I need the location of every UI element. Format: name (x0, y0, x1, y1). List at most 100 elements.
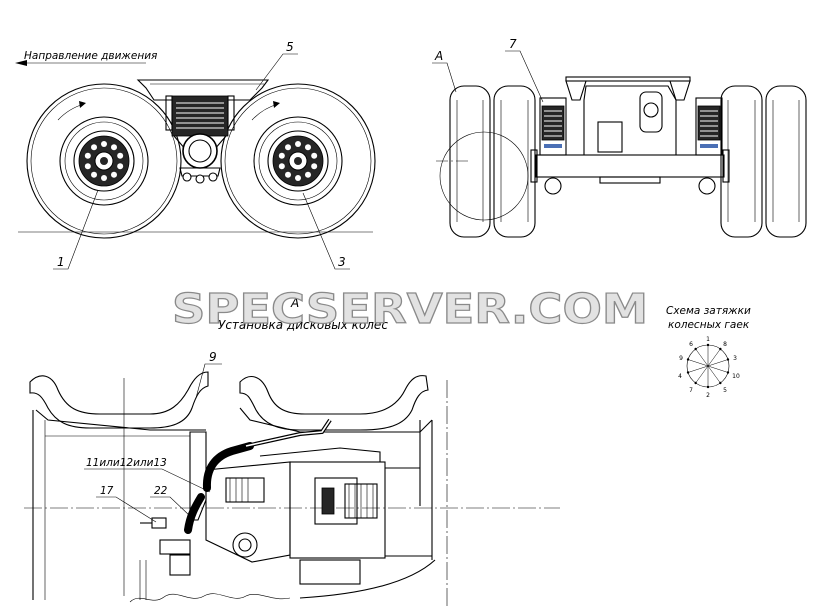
direction-arrow-head (15, 60, 27, 66)
tire-inner-left (493, 85, 536, 238)
shaft-flange (314, 477, 358, 525)
tire-tread-line (30, 87, 178, 235)
drive-flange (639, 91, 663, 133)
hub-cap-top (259, 447, 381, 462)
wheel-nut (295, 141, 301, 147)
callout-9-leader (195, 363, 222, 399)
wheel-nut (278, 163, 285, 170)
nut-position (706, 343, 710, 347)
wheel-stud (225, 477, 265, 503)
view-a-leader (432, 62, 457, 93)
tire-section-right (239, 375, 429, 431)
rim-outer (253, 116, 343, 206)
axle-tube-inner (188, 139, 212, 163)
rotation-arrow-head (79, 101, 86, 108)
brake-drum (289, 461, 386, 559)
lower-reinforcement (599, 176, 661, 184)
callout-11-12-13: 11или12или13 (86, 457, 167, 469)
frame-bracket (136, 79, 270, 101)
marker-right (700, 144, 718, 148)
spring-leaves-right (700, 110, 718, 137)
callout-1-leader (53, 189, 99, 270)
nut-label: 9 (679, 355, 683, 362)
callout-5-leader (255, 53, 298, 91)
tire-tread-line (224, 87, 372, 235)
stud-thread (229, 478, 249, 502)
drum-contour (299, 559, 436, 599)
view-a-label: А (434, 49, 443, 63)
spring-seat-right (698, 177, 716, 195)
nut-position (726, 371, 730, 374)
view-a: А 7 (432, 37, 807, 238)
marker-left (544, 144, 562, 148)
torque-star (686, 343, 730, 389)
air-tube-bore (245, 419, 331, 447)
section-view: 9 11или12или13 17 (24, 350, 560, 606)
wheel-nut (91, 144, 98, 151)
lower-plate (179, 167, 221, 177)
side-view: Направление движения 5 (15, 40, 376, 270)
tread-lines (772, 100, 800, 222)
break-line (129, 593, 291, 603)
nut-position (726, 358, 730, 361)
tire-outer-left (449, 85, 491, 238)
hub-body (205, 461, 291, 563)
callout-7: 7 (509, 37, 517, 51)
section-a-label: А (290, 296, 299, 310)
nut-position (719, 347, 722, 351)
hub-end-right (722, 149, 730, 183)
callout-17-leader (96, 496, 157, 523)
nut-label: 4 (678, 373, 682, 380)
hub-flange (267, 130, 329, 192)
rim-outer (59, 116, 149, 206)
wheel-nut (304, 144, 311, 151)
axle-beam (535, 154, 725, 178)
callout-7-leader (505, 50, 544, 103)
torque-scheme-title-1: Схема затяжки (666, 305, 751, 317)
frame-gusset-right (669, 80, 691, 101)
u-bolt-nut (195, 174, 205, 184)
callout-17: 17 (100, 485, 114, 497)
nut-position (686, 371, 690, 374)
tire-section-left (29, 371, 209, 429)
spring-leaves-left (544, 110, 562, 137)
rotation-arrow-head (273, 101, 280, 108)
left-wheel (26, 83, 182, 239)
callout-22: 22 (154, 485, 168, 497)
nut-label: 10 (732, 373, 740, 380)
u-bolt-nut (208, 172, 218, 182)
wheel-nut (84, 163, 91, 170)
wheel-nut (84, 152, 91, 159)
rim-base-left (35, 409, 206, 431)
wheel-nut (117, 163, 124, 170)
wheel-nut (91, 171, 98, 178)
nut-label: 6 (689, 341, 693, 348)
rim-inner (64, 121, 144, 201)
wheel-nut (285, 144, 292, 151)
tread-lines (727, 100, 756, 222)
bogie-suspension (136, 79, 270, 184)
bearing-housing (299, 559, 361, 585)
tire-inner-right (720, 85, 763, 238)
tread-lines (500, 100, 529, 222)
spring-leaves (176, 102, 224, 129)
tire-outline (26, 83, 182, 239)
axle-nut-thread (348, 484, 374, 518)
section-a-circle (439, 131, 529, 221)
wheel-nut (117, 152, 124, 159)
reactive-rod-bracket (597, 121, 623, 153)
wheel-nut (311, 152, 318, 159)
nut-label: 5 (723, 387, 727, 394)
rim-lower-lines (139, 560, 147, 600)
nut-position (719, 381, 722, 385)
hub-center (100, 157, 108, 165)
spring-seat-left (544, 177, 562, 195)
direction-label: Направление движения (24, 50, 157, 62)
watermark: SPECSERVER.COM (172, 285, 648, 333)
rim-inner (258, 121, 338, 201)
wheel-nut (101, 175, 107, 181)
wheel-nut (278, 152, 285, 159)
wheel-nut (110, 144, 117, 151)
right-wheel (220, 83, 376, 239)
callout-5: 5 (286, 40, 294, 54)
